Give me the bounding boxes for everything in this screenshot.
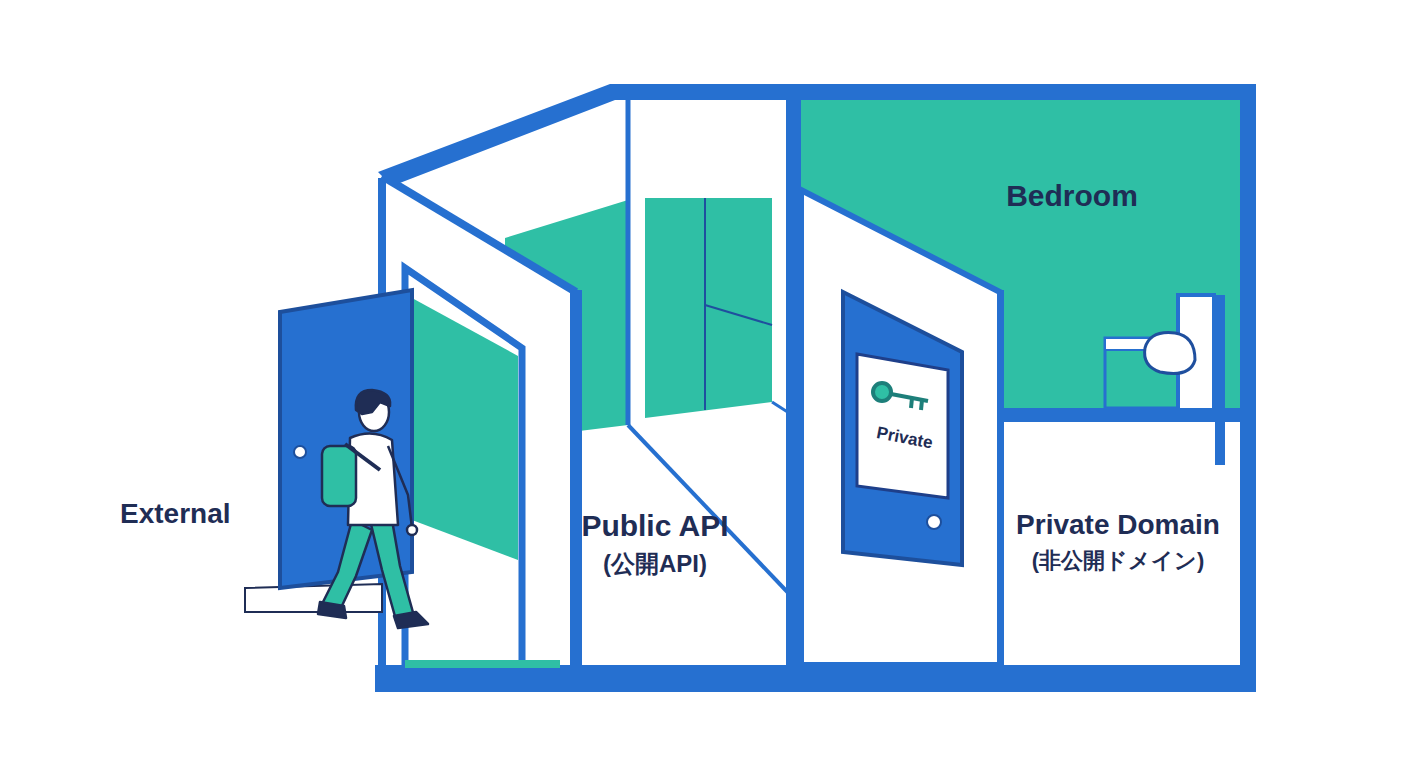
- door-sign: [857, 354, 948, 498]
- room-zone: Private Domain (非公開ドメイン): [1011, 508, 1225, 584]
- zone-subtitle: (公開API): [580, 550, 730, 579]
- pillow: [1145, 333, 1195, 374]
- corridor-edge: [704, 198, 706, 410]
- room-divider: [997, 290, 1004, 668]
- corridor-edge: [626, 100, 631, 425]
- floor-strip: [405, 660, 560, 668]
- bed-post: [1215, 295, 1225, 465]
- inner-wall: [801, 190, 1000, 665]
- zone-title: Public API: [580, 508, 730, 544]
- door-step: [245, 584, 382, 612]
- room-zone: Bedroom: [962, 178, 1182, 224]
- side-label: External: [120, 498, 231, 530]
- left-wall-edge: [382, 176, 576, 292]
- person-figure: [318, 390, 428, 628]
- corridor-edge: [705, 305, 772, 325]
- private-door: [843, 292, 962, 565]
- doorway-inside: [412, 298, 518, 665]
- corridor-end-wall: [645, 198, 772, 418]
- private-room: [1003, 412, 1240, 665]
- door-frame: [405, 268, 522, 665]
- left-wall-edge: [570, 290, 582, 668]
- zone-title: Bedroom: [962, 178, 1182, 214]
- roof: [378, 84, 1256, 186]
- key-icon: [873, 383, 928, 410]
- room-zone: Public API (公開API): [580, 508, 730, 589]
- zone-title: Private Domain: [1011, 508, 1225, 542]
- floor: [375, 665, 1256, 692]
- doorway-floor: [412, 520, 518, 665]
- door-knob: [294, 446, 306, 458]
- right-wall: [1240, 84, 1256, 690]
- zone-subtitle: (非公開ドメイン): [1011, 548, 1225, 574]
- door-knob: [927, 515, 941, 529]
